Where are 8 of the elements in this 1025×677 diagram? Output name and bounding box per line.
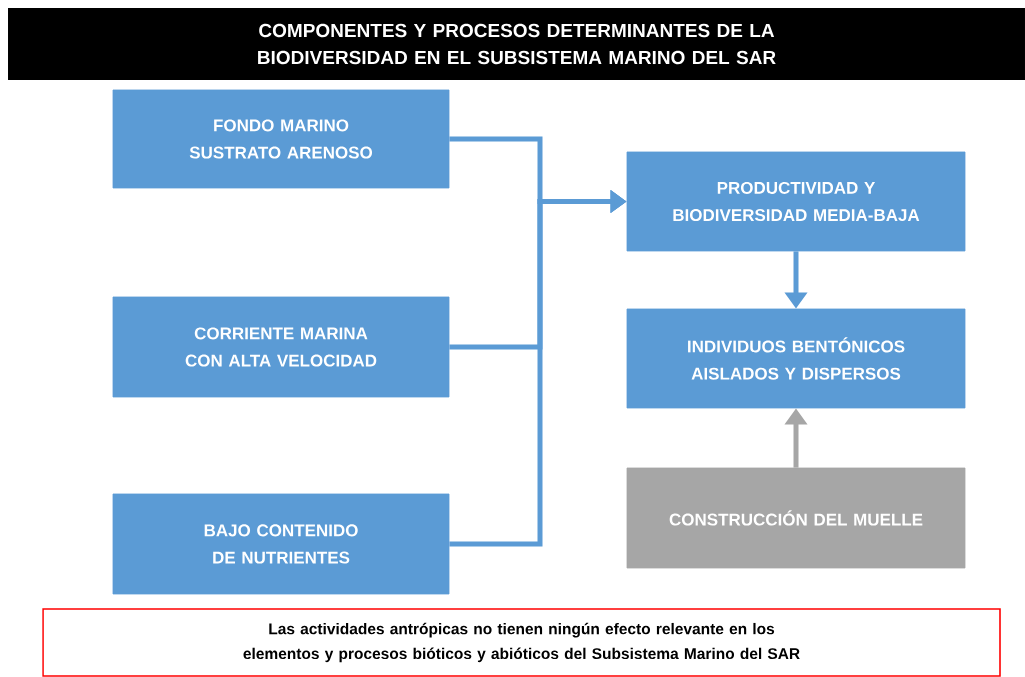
process-box: CONSTRUCCIÓN DEL MUELLE (626, 467, 966, 569)
process-box: FONDO MARINO SUSTRATO ARENOSO (112, 89, 450, 189)
process-box: CORRIENTE MARINA CON ALTA VELOCIDAD (112, 296, 450, 398)
process-box: INDIVIDUOS BENTÓNICOS AISLADOS Y DISPERSOS (626, 308, 966, 409)
title-banner: COMPONENTES Y PROCESOS DETERMINANTES DE LA BIODIVERSIDAD EN EL SUBSISTEMA MARINO DEL SAR (8, 8, 1025, 80)
process-box: PRODUCTIVIDAD Y BIODIVERSIDAD MEDIA-BAJA (626, 151, 966, 252)
process-box: BAJO CONTENIDO DE NUTRIENTES (112, 493, 450, 595)
note-box: Las actividades antrópicas no tienen ningún efecto relevante en los elementos y procesos bióticos y abióticos del Subsistema Marino del SAR (42, 608, 1001, 677)
